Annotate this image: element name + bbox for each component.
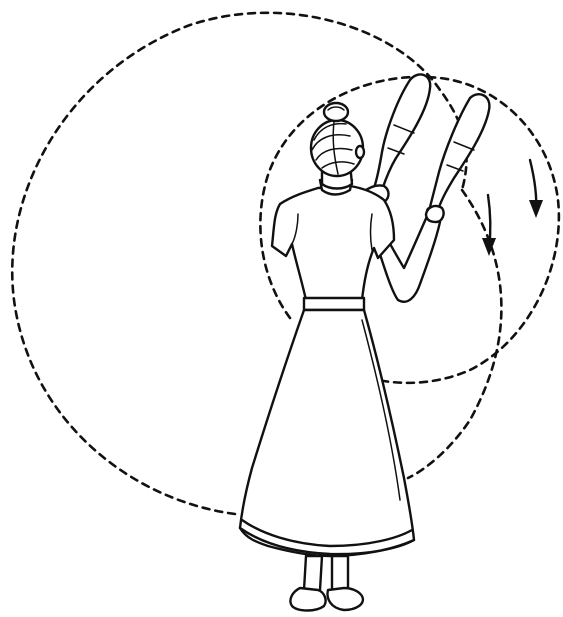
indian-club-right (426, 94, 489, 218)
left-shoe (290, 588, 325, 611)
indian-club-left (370, 74, 430, 198)
woman-figure (240, 103, 444, 611)
ear (356, 146, 364, 158)
down-arrow-icon (529, 160, 543, 218)
hair-bun (324, 103, 348, 121)
right-hand (426, 206, 444, 222)
blouse (272, 186, 394, 300)
right-shoe (328, 588, 363, 610)
waistband (304, 298, 364, 310)
